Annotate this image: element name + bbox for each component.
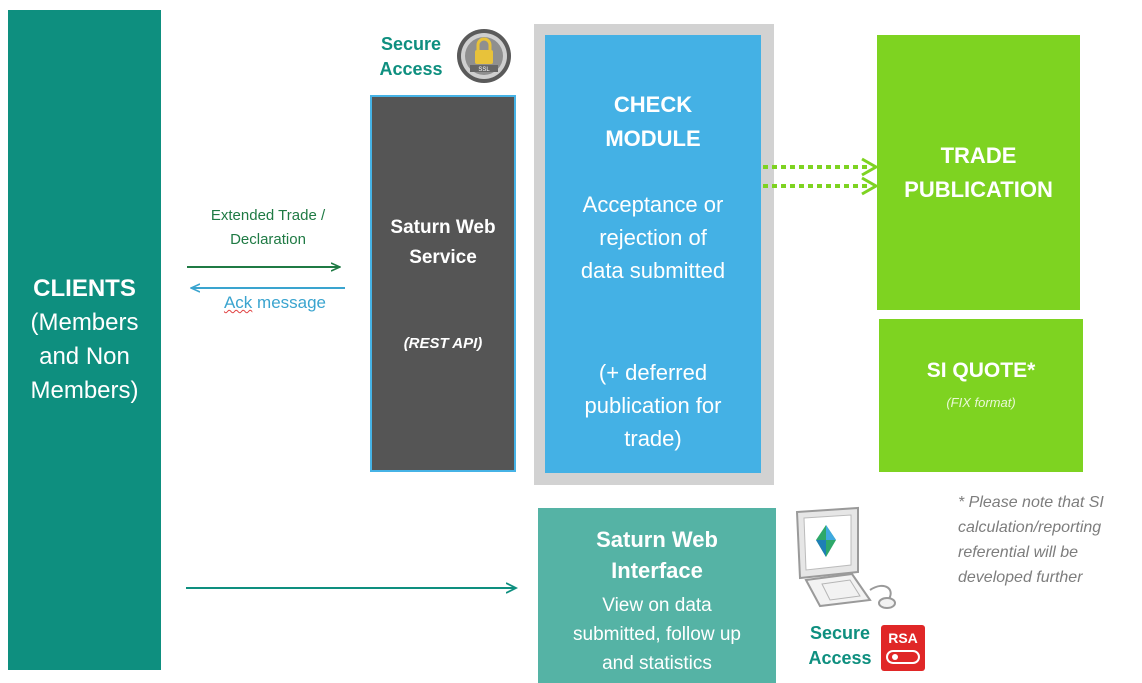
ssl-lock-icon: SSL [457, 29, 511, 83]
ack-message-label: Ack message [200, 293, 350, 313]
check-description-line: data submitted [580, 258, 726, 283]
ack-rest: message [252, 293, 327, 312]
secure-access-top-label: Secure Access [374, 32, 448, 82]
ack-word: Ack [223, 293, 253, 312]
clients-box: CLIENTS (Members and Non Members) [8, 10, 161, 670]
rsa-badge-text: RSA [888, 630, 918, 646]
check-title: CHECK MODULE [545, 88, 761, 156]
clients-subtitle-line: (Members [30, 309, 139, 336]
note-line: developed further [958, 569, 1083, 586]
check-module-box: CHECK MODULE Acceptance or rejection of … [545, 35, 761, 473]
check-deferred-note: (+ deferred publication for trade) [545, 356, 761, 455]
clients-subtitle: (Members and Non Members) [30, 306, 138, 408]
si-quote-box: SI QUOTE* (FIX format) [879, 319, 1083, 472]
service-title-line: Saturn Web [390, 217, 496, 238]
iface-title-line: Interface [611, 558, 703, 583]
check-description: Acceptance or rejection of data submitte… [545, 188, 761, 287]
iface-title: Saturn Web Interface [538, 524, 776, 586]
trade-publication-box: TRADE PUBLICATION [877, 35, 1080, 310]
extended-trade-label-line: Declaration [230, 231, 306, 248]
secure-label-line: Access [379, 59, 443, 79]
check-deferred-line: (+ deferred [598, 360, 708, 385]
iface-description: View on data submitted, follow up and st… [538, 591, 776, 678]
check-description-line: rejection of [599, 225, 707, 250]
saturn-web-service-box: Saturn Web Service (REST API) [370, 95, 516, 472]
secure-access-bottom-label: Secure Access [803, 621, 877, 671]
note-line: * Please note that SI [958, 494, 1104, 511]
iface-description-line: submitted, follow up [573, 624, 741, 645]
check-title-line: MODULE [605, 126, 701, 151]
note-line: referential will be [958, 544, 1079, 561]
ssl-badge-text: SSL [478, 67, 490, 73]
service-title: Saturn Web Service [372, 213, 514, 273]
saturn-web-interface-box: Saturn Web Interface View on data submit… [538, 508, 776, 683]
rsa-token-icon: RSA [881, 625, 925, 671]
trade-title-line: PUBLICATION [904, 177, 1053, 202]
si-quote-format: (FIX format) [946, 395, 1016, 410]
service-title-line: Service [409, 247, 477, 268]
check-description-line: Acceptance or [582, 192, 724, 217]
si-quote-title: SI QUOTE* [926, 359, 1036, 382]
computer-icon [795, 506, 896, 609]
check-title-line: CHECK [613, 92, 693, 117]
check-deferred-line: trade) [624, 426, 682, 451]
extended-trade-label-line: Extended Trade / [210, 207, 326, 224]
clients-subtitle-line: Members) [30, 377, 139, 404]
secure-label-line: Secure [380, 34, 442, 54]
clients-title: CLIENTS [33, 275, 136, 302]
iface-title-line: Saturn Web [596, 527, 718, 552]
si-note: * Please note that SI calculation/report… [958, 490, 1142, 590]
service-api-label: (REST API) [403, 335, 483, 352]
trade-title: TRADE PUBLICATION [877, 139, 1080, 207]
iface-description-line: and statistics [602, 653, 712, 674]
check-to-trade-arrows [763, 157, 880, 196]
iface-description-line: View on data [602, 595, 712, 616]
extended-trade-label: Extended Trade / Declaration [183, 204, 353, 252]
secure-label-line: Secure [809, 623, 871, 643]
clients-subtitle-line: and Non [39, 343, 130, 370]
note-line: calculation/reporting [958, 519, 1102, 536]
trade-title-line: TRADE [940, 143, 1017, 168]
secure-label-line: Access [808, 648, 872, 668]
check-deferred-line: publication for [584, 393, 722, 418]
